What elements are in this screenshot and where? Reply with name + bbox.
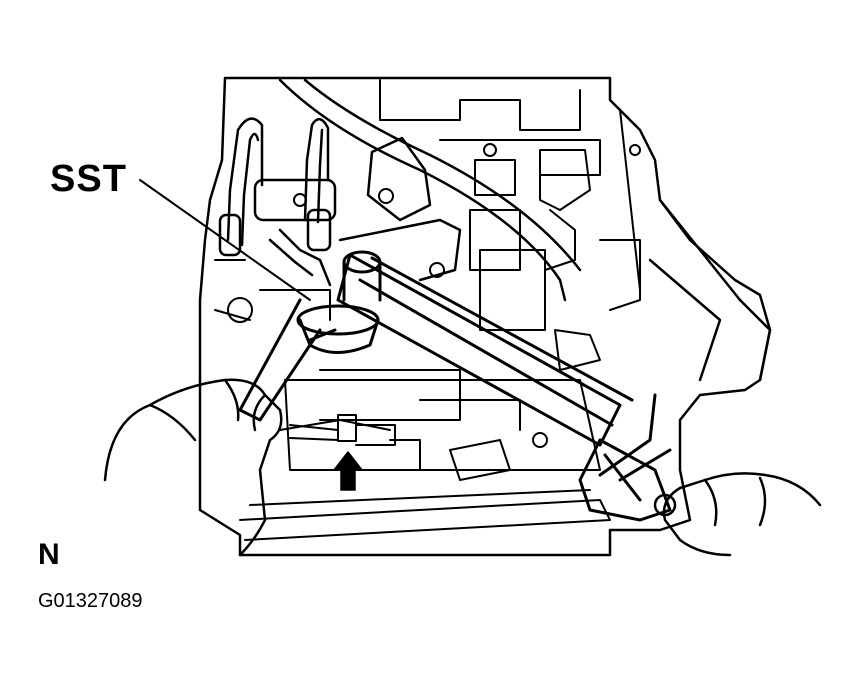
sst-tool bbox=[296, 250, 672, 522]
arrow-up-icon bbox=[333, 451, 363, 491]
direction-label: N bbox=[38, 538, 60, 571]
figure-code: G01327089 bbox=[38, 590, 143, 612]
main-pipe bbox=[278, 78, 582, 302]
wrench bbox=[238, 298, 337, 422]
hose-assembly bbox=[218, 117, 337, 287]
sst-leader-line bbox=[139, 179, 311, 301]
fitting bbox=[289, 414, 396, 446]
engine-details bbox=[214, 79, 641, 448]
left-hand bbox=[103, 378, 283, 557]
lower-housing bbox=[239, 369, 611, 541]
right-hand bbox=[653, 472, 822, 557]
sst-label: SST bbox=[50, 158, 127, 200]
engine-block bbox=[198, 76, 772, 557]
